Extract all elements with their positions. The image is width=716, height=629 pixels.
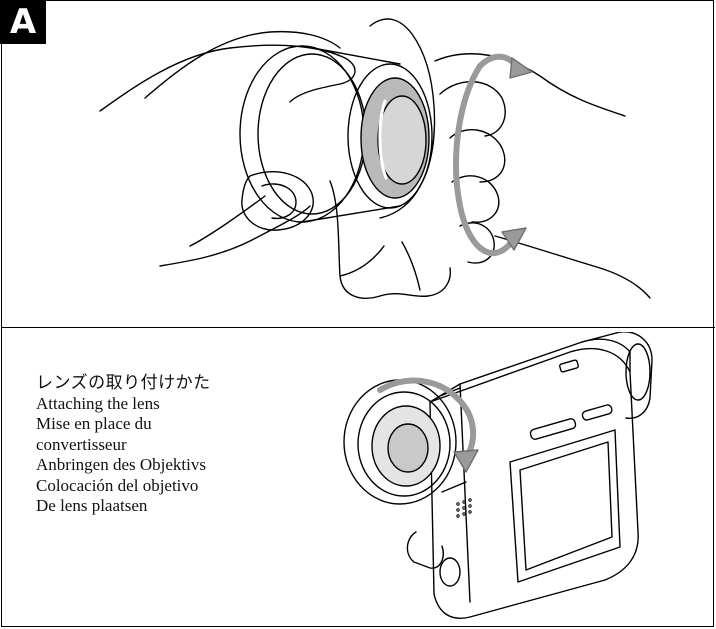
panel-label: A	[0, 0, 46, 44]
cleaning-cloth	[370, 19, 434, 218]
caption-japanese: レンズの取り付けかた	[36, 373, 211, 393]
rotation-arrow-head-icon	[454, 450, 478, 472]
conversion-lens-ring	[358, 392, 450, 496]
rotation-arrow-head-icon	[502, 228, 526, 250]
section-divider	[1, 327, 715, 328]
rotation-arrow-head-icon	[510, 58, 532, 78]
lcd-panel	[510, 430, 620, 582]
strap-ring	[440, 558, 460, 586]
viewfinder	[582, 332, 652, 418]
right-hand-finger	[440, 82, 505, 136]
caption-french-line2: convertisseur	[36, 434, 127, 454]
left-hand-outline	[100, 45, 355, 111]
conversion-lens-glass-inner	[388, 424, 428, 472]
control-button	[581, 404, 612, 421]
left-hand-thumbnail	[262, 184, 296, 218]
right-hand-finger	[452, 176, 499, 222]
camcorder-body	[430, 349, 638, 619]
right-hand-palm	[495, 236, 650, 298]
lens-thread	[348, 64, 432, 208]
control-button	[530, 418, 577, 440]
control-button	[559, 360, 579, 373]
caption-spanish: Colocación del objetivo	[36, 475, 199, 495]
right-hand-outline	[435, 54, 625, 116]
cleaning-cloth	[330, 181, 450, 298]
cleaning-cloth-fold	[402, 242, 420, 290]
caption-block: レンズの取り付けかた Attaching the lens Mise en pl…	[36, 373, 296, 517]
rotation-arrow-icon	[456, 66, 510, 253]
left-hand-finger	[145, 32, 340, 98]
lens-ring	[258, 54, 366, 214]
camcorder-front-edge	[460, 384, 470, 602]
right-hand-finger	[460, 223, 494, 263]
lens-glass-inner	[378, 96, 426, 184]
lens-glass-highlight	[380, 101, 386, 178]
viewfinder-eyecup	[626, 344, 650, 400]
left-hand-finger	[160, 206, 310, 266]
lens-cleaning-illustration	[40, 6, 680, 322]
strap-buckle	[407, 532, 443, 568]
left-hand-thumb	[242, 172, 313, 230]
caption-german: Anbringen des Objektivs	[36, 455, 206, 474]
lens-barrel	[302, 46, 400, 222]
speaker-grille	[457, 499, 471, 517]
cleaning-cloth-fold	[340, 246, 384, 276]
left-hand-finger	[190, 196, 265, 246]
camcorder-illustration	[320, 332, 680, 622]
caption-dutch: De lens plaatsen	[36, 496, 148, 515]
lcd-panel-inner	[520, 442, 612, 570]
caption-english: Attaching the lens	[36, 393, 160, 413]
right-hand-finger	[450, 130, 505, 182]
caption-french-line1: Mise en place du	[36, 414, 152, 433]
rotation-arrow-icon	[380, 381, 473, 458]
